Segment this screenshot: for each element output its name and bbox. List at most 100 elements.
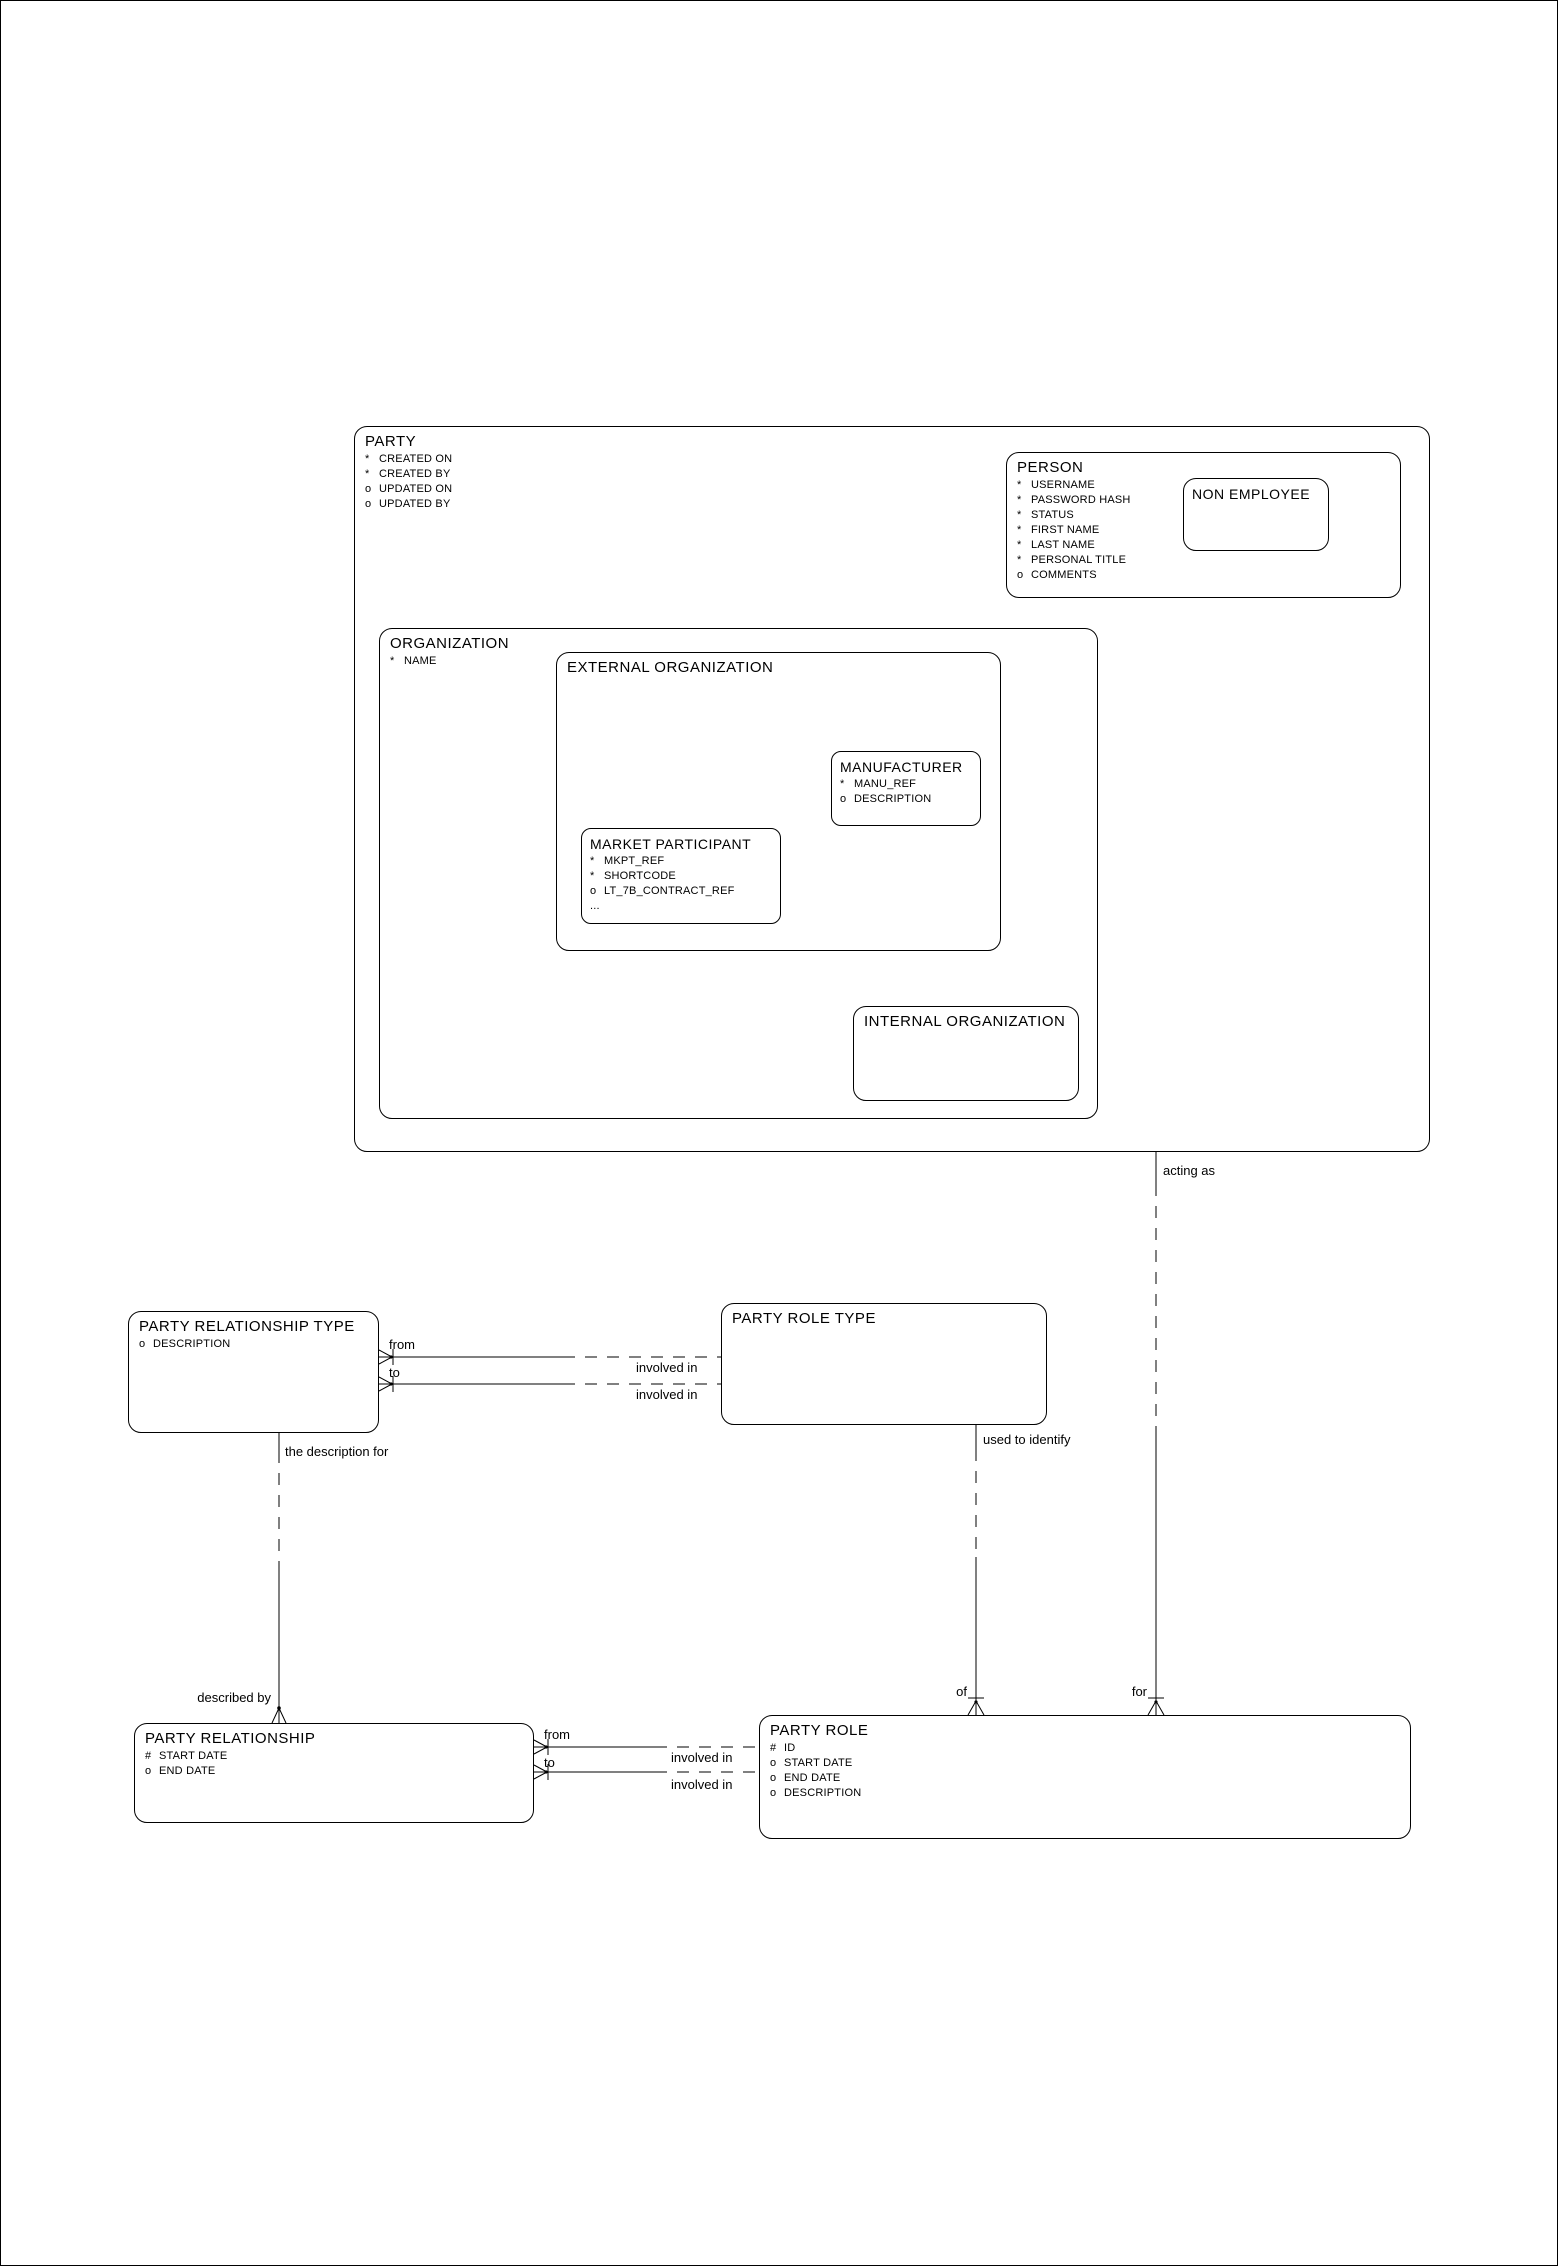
crow-foot-icon xyxy=(271,1706,287,1724)
entity-title: INTERNAL ORGANIZATION xyxy=(864,1013,1066,1030)
entity-title: PARTY ROLE TYPE xyxy=(732,1310,876,1327)
relationship-label-to-top: to xyxy=(389,1365,400,1380)
attribute-name: FIRST NAME xyxy=(1031,524,1100,536)
attribute-row: o DESCRIPTION xyxy=(840,792,980,807)
attribute-row: #ID xyxy=(770,1741,1410,1756)
attribute-list: * NAME xyxy=(380,653,1097,669)
attribute-optionality: * xyxy=(365,468,370,480)
entity-title: EXTERNAL ORGANIZATION xyxy=(567,659,774,676)
attribute-optionality: o xyxy=(770,1757,777,1769)
relationship-description[interactable] xyxy=(271,1433,287,1724)
attribute-name: UPDATED ON xyxy=(379,483,453,495)
crow-foot-icon xyxy=(533,1739,548,1755)
attribute-name: ID xyxy=(784,1742,796,1754)
attribute-optionality: * xyxy=(840,778,845,790)
attribute-optionality: * xyxy=(1017,524,1022,536)
relationship-label-described-by: described by xyxy=(197,1690,271,1705)
entity-title: PARTY RELATIONSHIP xyxy=(145,1730,316,1747)
attribute-name: START DATE xyxy=(784,1757,853,1769)
attribute-optionality: o xyxy=(365,498,372,510)
attribute-row: o UPDATED ON xyxy=(365,482,1429,497)
attribute-optionality: * xyxy=(1017,494,1022,506)
attribute-row: * SHORTCODE xyxy=(590,869,780,884)
attribute-name: SHORTCODE xyxy=(604,870,676,882)
attribute-name: DESCRIPTION xyxy=(784,1787,862,1799)
relationship-label-acting-as: acting as xyxy=(1163,1163,1216,1178)
attribute-name: CREATED ON xyxy=(379,453,453,465)
attribute-name: NAME xyxy=(404,655,437,667)
crow-foot-icon xyxy=(967,1700,985,1716)
attribute-optionality: o xyxy=(1017,569,1024,581)
attribute-name: CREATED BY xyxy=(379,468,451,480)
entity-title: ORGANIZATION xyxy=(390,635,510,652)
attribute-optionality: ... xyxy=(590,900,600,912)
attribute-optionality: o xyxy=(770,1787,777,1799)
entity-person[interactable]: PERSON *USERNAME *PASSWORD HASH *STATUS … xyxy=(1006,452,1401,598)
attribute-row: * STATUS xyxy=(1017,508,1400,523)
attribute-name: DESCRIPTION xyxy=(854,793,932,805)
attribute-name: LAST NAME xyxy=(1031,539,1095,551)
entity-market-participant[interactable]: MARKET PARTICIPANT *MKPT_REF *SHORTCODE … xyxy=(581,828,781,924)
attribute-optionality: * xyxy=(590,870,595,882)
relationship-acting-as-for[interactable] xyxy=(1147,1152,1165,1716)
relationship-label-involved-in-bottom-1: involved in xyxy=(671,1750,733,1765)
attribute-optionality: o xyxy=(770,1772,777,1784)
attribute-optionality: * xyxy=(1017,509,1022,521)
crow-foot-icon xyxy=(1147,1700,1165,1716)
entity-non-employee[interactable]: NON EMPLOYEE xyxy=(1183,478,1329,551)
attribute-row: o END DATE xyxy=(145,1764,533,1779)
attribute-optionality: # xyxy=(145,1750,152,1762)
attribute-optionality: o xyxy=(590,885,597,897)
attribute-optionality: * xyxy=(1017,479,1022,491)
attribute-optionality: * xyxy=(390,655,395,667)
entity-title: PARTY ROLE xyxy=(770,1722,869,1739)
entity-title: PERSON xyxy=(1017,459,1084,476)
relationship-label-the-description-for: the description for xyxy=(285,1444,389,1459)
relationship-label-involved-in-top-1: involved in xyxy=(636,1360,698,1375)
attribute-list: * MANU_REF o DESCRIPTION xyxy=(832,776,980,807)
attribute-name: END DATE xyxy=(784,1772,841,1784)
entity-organization[interactable]: ORGANIZATION * NAME xyxy=(379,628,1098,1119)
attribute-row: * PASSWORD HASH xyxy=(1017,493,1400,508)
attribute-optionality: * xyxy=(1017,539,1022,551)
entity-manufacturer[interactable]: MANUFACTURER * MANU_REF o DESCRIPTION xyxy=(831,751,981,826)
entity-internal-organization[interactable]: INTERNAL ORGANIZATION xyxy=(853,1006,1079,1101)
entity-external-organization[interactable]: EXTERNAL ORGANIZATION xyxy=(556,652,1001,951)
relationship-used-to-identify-of[interactable] xyxy=(967,1425,985,1716)
attribute-name: STATUS xyxy=(1031,509,1074,521)
attribute-row: * MANU_REF xyxy=(840,777,980,792)
attribute-name: END DATE xyxy=(159,1765,216,1777)
relationship-label-involved-in-top-2: involved in xyxy=(636,1387,698,1402)
entity-title: MANUFACTURER xyxy=(840,759,963,775)
attribute-optionality: * xyxy=(590,855,595,867)
attribute-row: *PERSONAL TITLE xyxy=(1017,553,1400,568)
attribute-row: *MKPT_REF xyxy=(590,854,780,869)
relationship-label-to-bottom: to xyxy=(544,1755,555,1770)
attribute-optionality: o xyxy=(145,1765,152,1777)
entity-title: MARKET PARTICIPANT xyxy=(590,836,752,852)
attribute-name: DESCRIPTION xyxy=(153,1338,231,1350)
attribute-list: *USERNAME *PASSWORD HASH *STATUS *FIRST … xyxy=(1007,477,1400,583)
attribute-optionality: o xyxy=(365,483,372,495)
attribute-row: o DESCRIPTION xyxy=(770,1786,1410,1801)
attribute-name: PERSONAL TITLE xyxy=(1031,554,1127,566)
attribute-row: ... xyxy=(590,899,780,914)
entity-title: PARTY xyxy=(365,433,417,450)
attribute-name: MANU_REF xyxy=(854,778,917,790)
entity-party-role-type[interactable]: PARTY ROLE TYPE xyxy=(721,1303,1047,1425)
relationship-label-for: for xyxy=(1131,1684,1147,1699)
attribute-row: *CREATED ON xyxy=(365,452,1429,467)
attribute-optionality: o xyxy=(840,793,847,805)
attribute-name: PASSWORD HASH xyxy=(1031,494,1131,506)
